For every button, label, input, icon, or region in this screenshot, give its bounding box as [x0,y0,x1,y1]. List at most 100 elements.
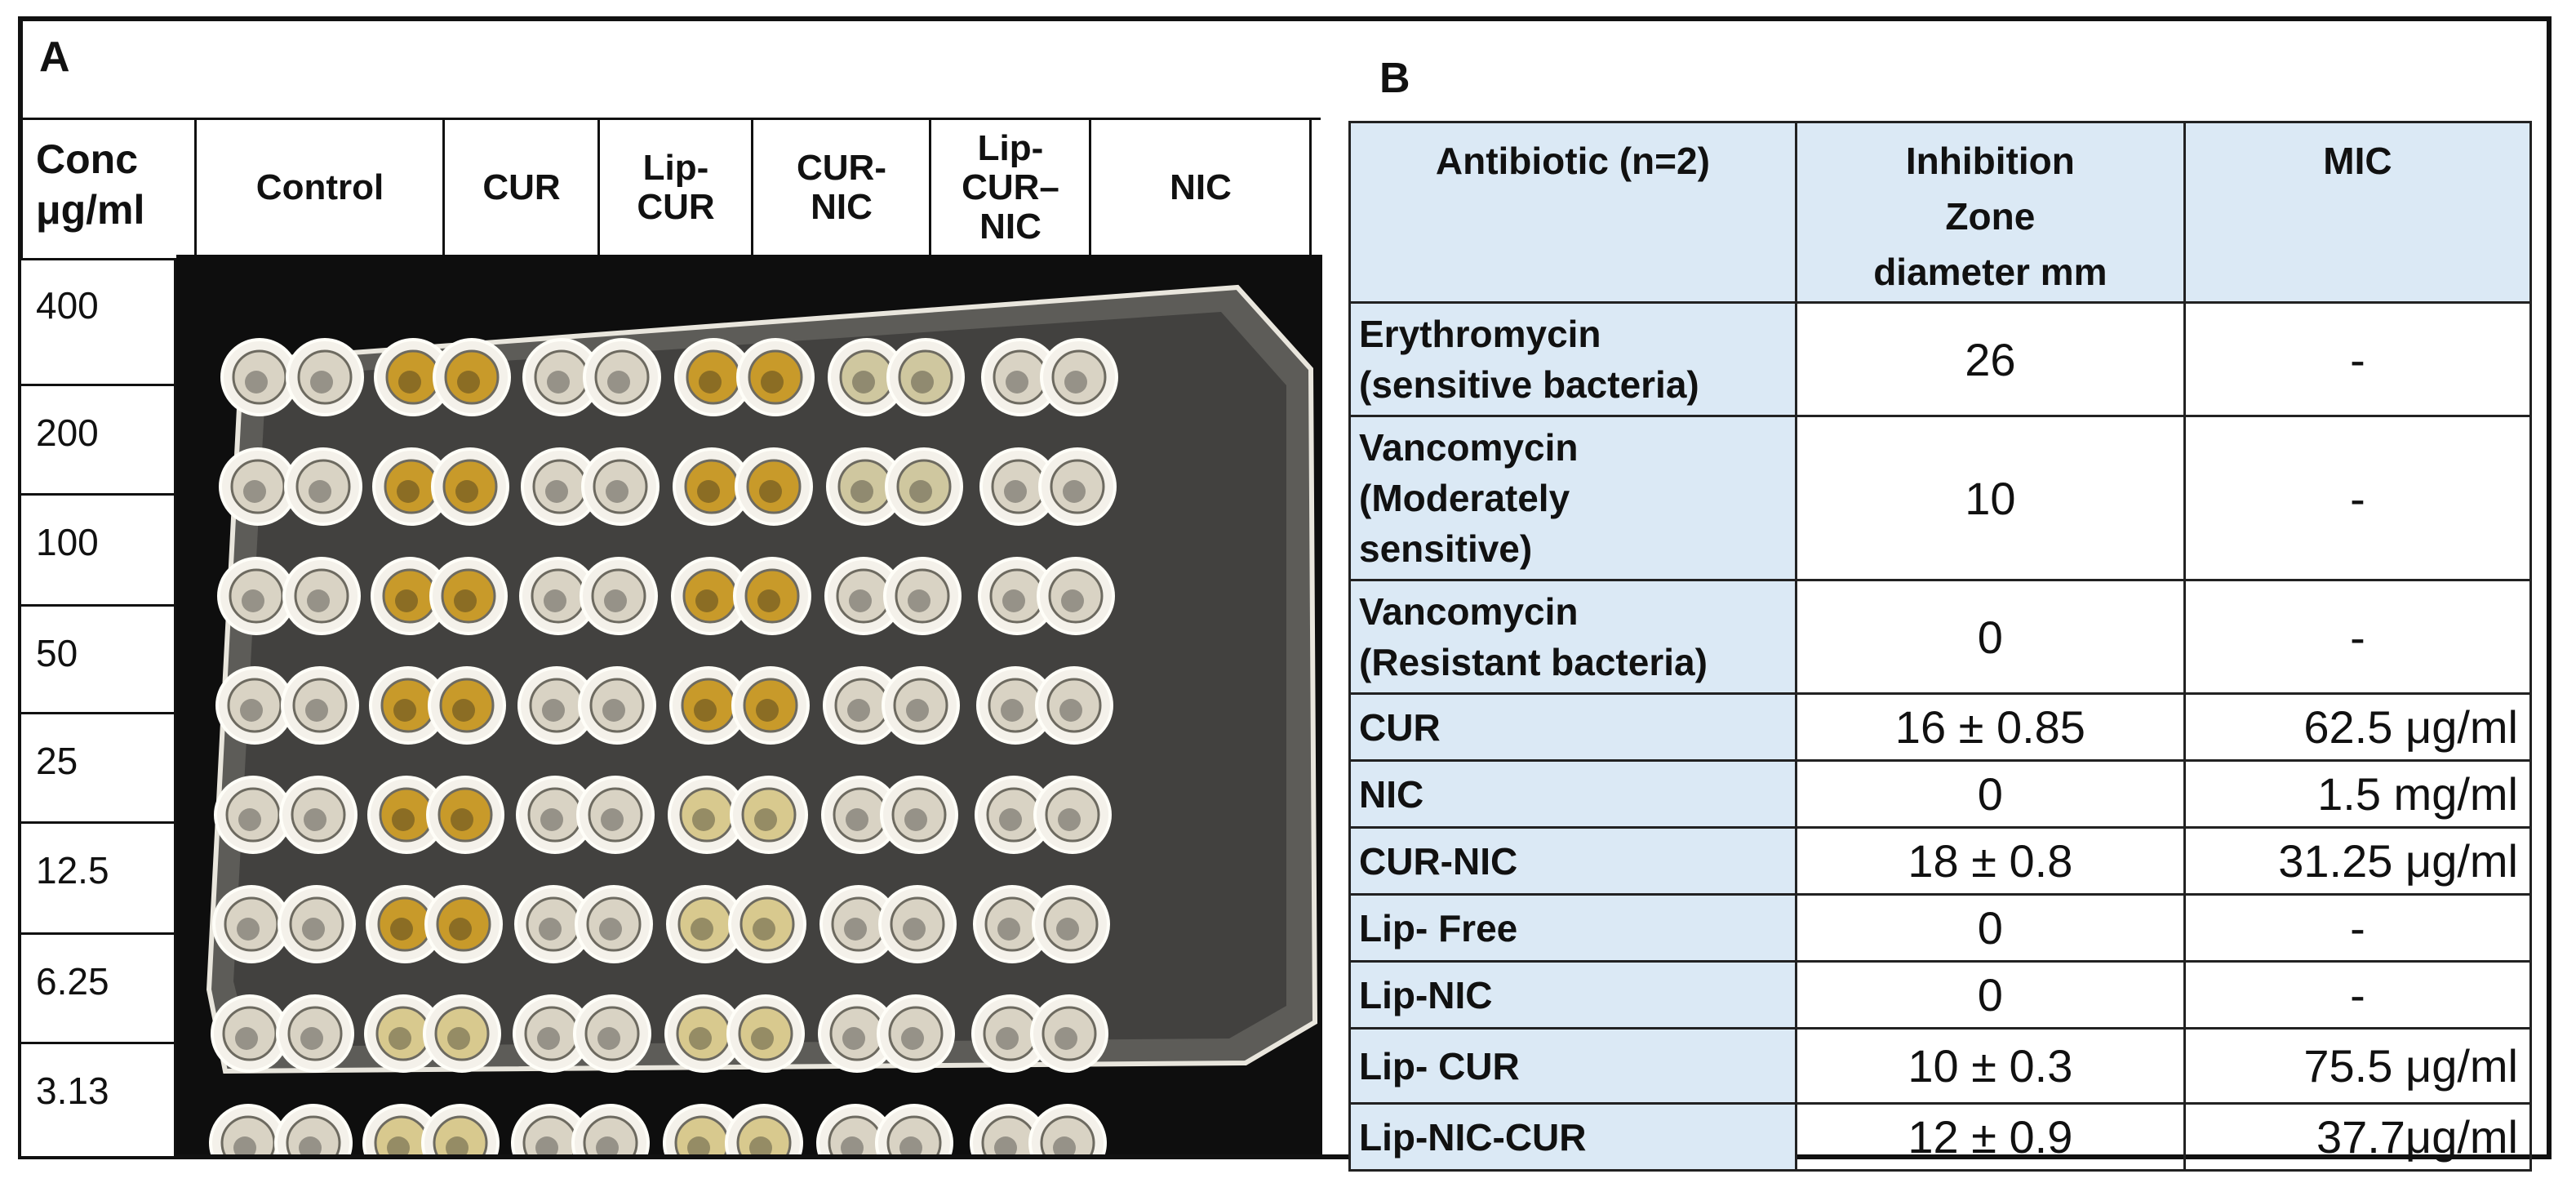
plate-column-header: Control [196,118,444,258]
plate-well [746,459,802,514]
plate-well-shadow [455,480,478,503]
plate-well-shadow [238,808,261,831]
plate-well-shadow [697,480,720,503]
plate-well-shadow [999,808,1022,831]
plate-column-header: Lip-CUR–NIC [930,118,1090,258]
plate-well-shadow [302,918,325,941]
plate-well-shadow [304,808,326,831]
plate-well [743,678,798,733]
plate-well [1042,1006,1097,1061]
concentration-cell: 12.5 [21,821,176,932]
plate-well [744,568,800,624]
column-header-line: Lip- [642,148,709,188]
plate-well-shadow [852,371,875,394]
plate-well-shadow [545,480,568,503]
plate-well-shadow [454,589,477,612]
antibiotic-cell: Erythromycin(sensitive bacteria) [1348,301,1797,417]
header-line: diameter mm [1873,251,2107,293]
antibiotic-name-line: (Moderately [1359,477,1570,519]
plate-well-shadow [449,918,472,941]
mic-cell: 75.5 μg/ml [2183,1027,2533,1105]
antibiotic-name-line: Lip- Free [1359,906,1518,950]
plate-well [1043,896,1099,952]
plate-well [890,896,945,952]
column-header-line: CUR [637,187,715,227]
plate-well [292,678,348,733]
plate-well [1050,459,1105,514]
plate-well-shadow [307,589,330,612]
concentration-cell: 400 [21,258,176,384]
plate-well [1040,1115,1095,1154]
plate-well [433,1115,488,1154]
inhibition-zone-cell: 18 ± 0.8 [1794,826,2186,896]
plate-well-shadow [535,1136,558,1154]
table-row: Erythromycin(sensitive bacteria)26- [1348,301,2533,417]
plate-well-shadow [602,699,625,722]
plate-well-shadow [305,699,328,722]
column-header-line: CUR- [797,148,886,188]
plate-well-shadow [994,1136,1017,1154]
plate-well [588,787,643,843]
plate-well-shadow [759,480,782,503]
inhibition-zone-cell: 0 [1794,960,2186,1030]
plate-well-shadow [237,918,260,941]
plate-column-header: CUR-NIC [753,118,930,258]
column-header-line: Control [255,167,384,207]
concentration-cell: 200 [21,384,176,493]
plate-well-shadow [996,1027,1019,1050]
plate-well [895,568,950,624]
plate-well-shadow [604,589,627,612]
plate-well-shadow [606,480,628,503]
plate-well [584,1006,640,1061]
concentration-cell: 3.13 [21,1042,176,1156]
antibiotic-name-line: CUR-NIC [1359,839,1518,883]
plate-well-shadow [599,918,622,941]
plate-well-shadow [1059,699,1082,722]
plate-well-shadow [1006,371,1028,394]
antibiotic-name-line: Lip- CUR [1359,1044,1520,1087]
plate-well-shadow [387,1136,410,1154]
plate-well [297,349,353,405]
mic-cell: 37.7μg/ml [2183,1102,2533,1172]
plate-well-shadow [397,480,420,503]
plate-well-shadow [540,808,563,831]
plate-well-shadow [542,699,565,722]
plate-well [741,787,797,843]
plate-well [444,349,500,405]
antibiotic-name-line: Erythromycin [1359,313,1601,355]
plate-well [736,1115,792,1154]
plate-column-header: CUR [444,118,599,258]
antibiotic-cell: Vancomycin(Resistant bacteria) [1348,579,1797,695]
panel-a-header-top-rule [21,118,1321,120]
plate-well-shadow [846,808,868,831]
concentration-cell: 100 [21,493,176,604]
plate-well [593,459,648,514]
column-header-line: NIC [979,207,1042,247]
header-line: MIC [2323,140,2392,182]
plate-well-shadow [309,480,331,503]
inhibition-zone-cell: 16 ± 0.85 [1794,692,2186,762]
table-header-cell: MIC [2183,121,2533,304]
plate-well-shadow [842,1027,865,1050]
plate-well [586,896,642,952]
plate-well [591,568,646,624]
plate-well-shadow [756,699,779,722]
plate-well-shadow [1064,371,1087,394]
plate-well [295,459,351,514]
plate-well-shadow [299,1136,322,1154]
antibiotic-cell: CUR [1348,692,1797,762]
inhibition-zone-cell: 0 [1794,759,2186,829]
inhibition-zone-cell: 0 [1794,893,2186,963]
plate-well [594,349,650,405]
antibiotic-name-line: Lip-NIC [1359,973,1493,1016]
plate-well-shadow [909,480,932,503]
plate-well-shadow [1058,808,1081,831]
plate-column-header: Lip-CUR [599,118,753,258]
plate-well-shadow [908,589,930,612]
